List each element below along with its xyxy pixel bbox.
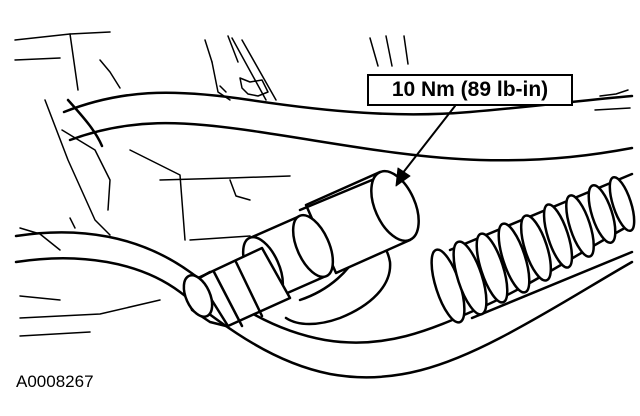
- switch-fitting: [284, 240, 392, 326]
- pressure-switch: [182, 169, 420, 328]
- leader-arrow: [395, 105, 456, 187]
- torque-specification-callout: 10 Nm (89 lb-in): [367, 74, 573, 106]
- torque-value-label: 10 Nm (89 lb-in): [391, 78, 549, 101]
- background-components: [14, 31, 631, 337]
- ac-hose: [430, 172, 636, 324]
- figure-number-label: A0008267: [16, 372, 94, 391]
